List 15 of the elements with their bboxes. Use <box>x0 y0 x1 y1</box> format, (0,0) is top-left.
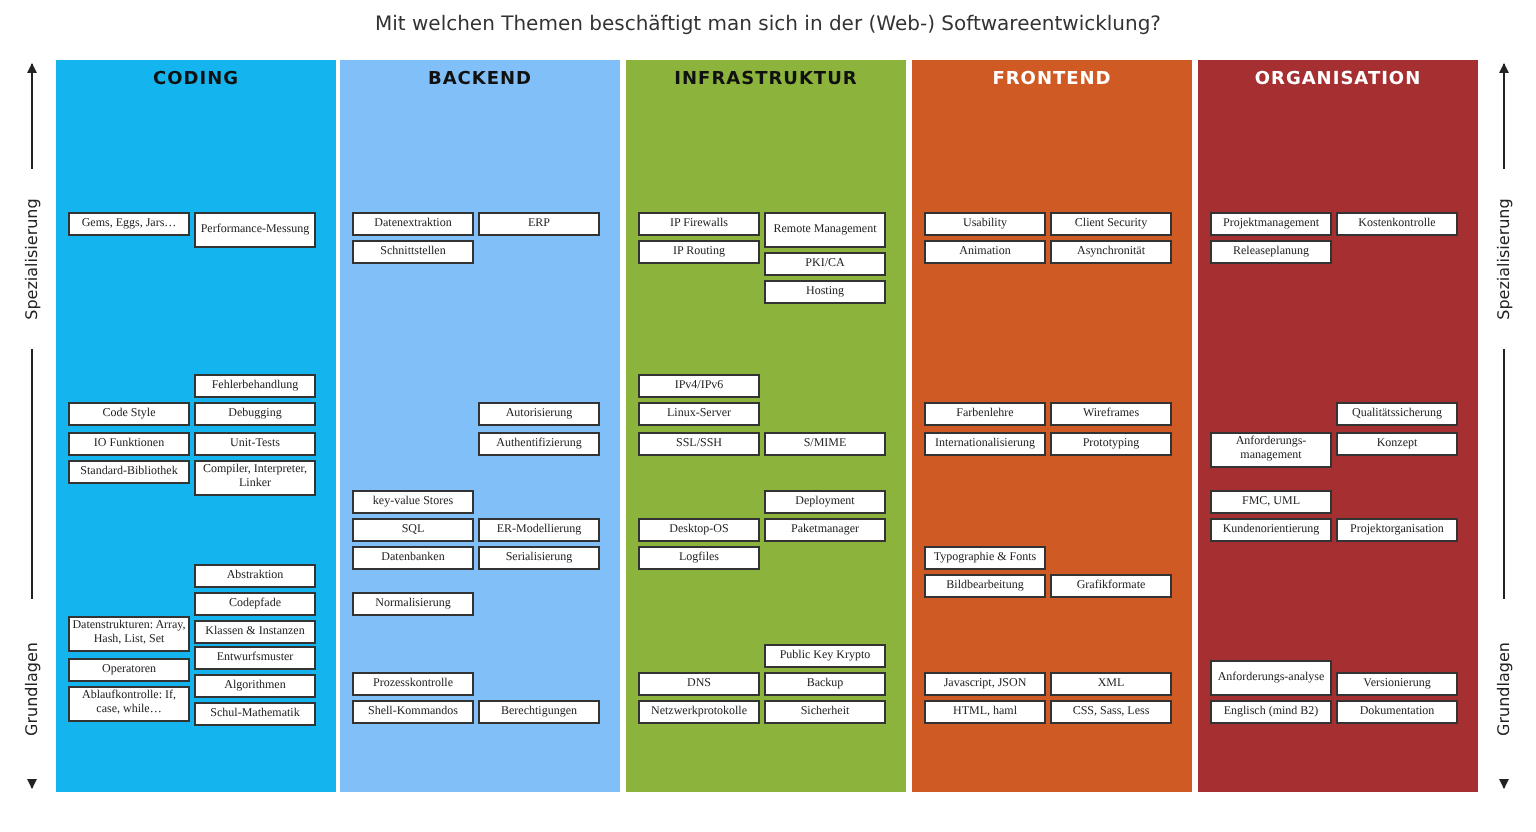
column-heading: ORGANISATION <box>1252 70 1424 90</box>
axis-label: Grundlagen <box>1495 599 1513 779</box>
axis-label: Spezialisierung <box>23 169 41 349</box>
category-column <box>912 60 1192 792</box>
column-heading: CODING <box>151 70 241 90</box>
category-column <box>340 60 620 792</box>
column-heading: INFRASTRUKTUR <box>672 70 860 90</box>
column-heading: FRONTEND <box>990 70 1114 90</box>
diagram-title: Mit welchen Themen beschäftigt man sich in der (Web-) Softwareentwicklung? <box>372 14 1163 36</box>
axis-label: Grundlagen <box>23 599 41 779</box>
axis-label: Spezialisierung <box>1495 169 1513 349</box>
category-column <box>56 60 336 792</box>
category-column <box>626 60 906 792</box>
column-heading: BACKEND <box>425 70 535 90</box>
category-column <box>1198 60 1478 792</box>
